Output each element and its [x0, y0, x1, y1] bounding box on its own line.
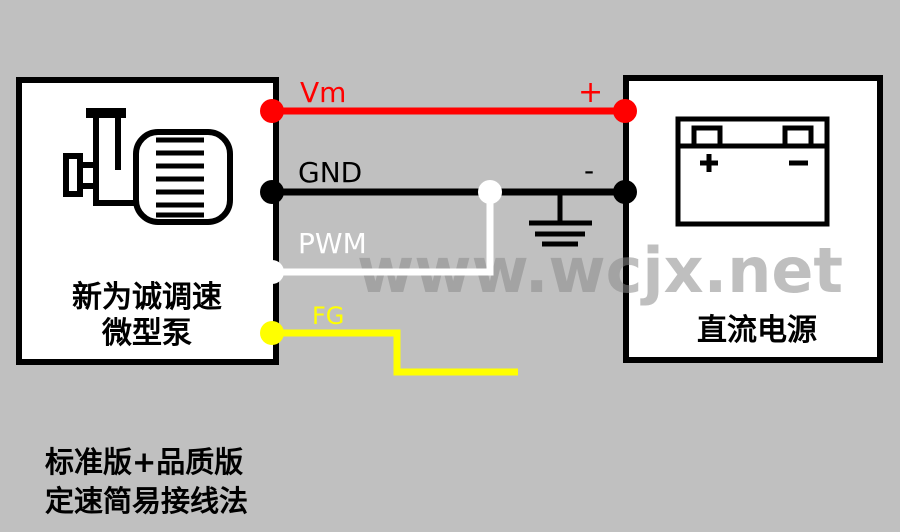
vm-label: Vm — [300, 76, 346, 109]
power-box — [623, 75, 883, 363]
fg-terminal-pump — [260, 321, 284, 345]
pump-name-line1: 新为诚调速 — [72, 280, 222, 315]
pwm-label: PWM — [298, 227, 367, 260]
gnd-terminal-pump — [260, 180, 284, 204]
caption-line2: 定速简易接线法 — [45, 484, 248, 518]
ground-icon — [529, 192, 592, 247]
minus-label: - — [584, 154, 594, 187]
gnd-terminal-power — [613, 180, 637, 204]
plus-label: + — [578, 75, 603, 110]
power-name: 直流电源 — [697, 313, 817, 348]
vm-terminal-pump — [260, 99, 284, 123]
fg-wire — [272, 329, 518, 376]
caption-line1: 标准版+品质版 — [45, 445, 243, 479]
fg-label: FG — [312, 302, 344, 330]
pump-name-line2: 微型泵 — [101, 316, 192, 351]
battery-icon — [675, 116, 830, 227]
pwm-wire — [272, 192, 494, 276]
gnd-junction — [478, 180, 502, 204]
pwm-terminal-pump — [260, 260, 284, 284]
vm-terminal-power — [613, 99, 637, 123]
gnd-label: GND — [298, 156, 362, 189]
pump-motor-icon — [63, 108, 233, 225]
